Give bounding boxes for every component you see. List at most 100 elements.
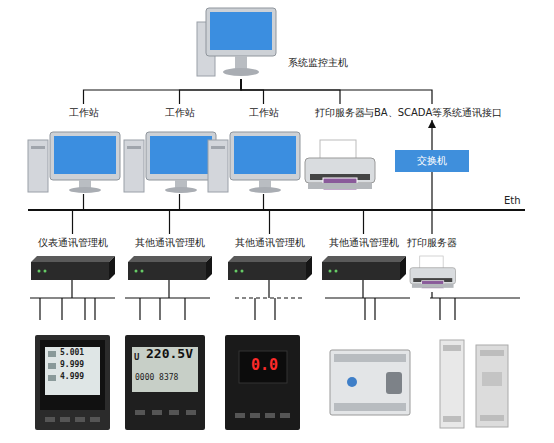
bus-wire xyxy=(71,280,72,298)
status-led xyxy=(241,270,244,273)
network-link xyxy=(241,79,340,104)
monitor-screen xyxy=(234,136,296,174)
meter-reading: 0.0 xyxy=(251,357,278,374)
network-link xyxy=(241,79,432,104)
box-side xyxy=(306,256,312,280)
device-node: 工作站 xyxy=(132,104,227,194)
device-label: 其他通讯管理机 xyxy=(122,236,217,249)
bus-wire xyxy=(274,298,275,320)
status-led xyxy=(38,270,41,273)
device-node: Eth xyxy=(28,209,525,211)
meter-button xyxy=(250,413,260,418)
device-node: 其他通讯管理机 xyxy=(222,234,317,282)
bus-wire xyxy=(454,298,455,320)
meter-button xyxy=(265,413,275,418)
comm-manager-box xyxy=(31,256,115,280)
db-connector xyxy=(386,372,402,394)
drive-slot xyxy=(211,146,225,149)
meter-button xyxy=(75,417,85,422)
monitor-base xyxy=(165,187,197,193)
bus-wire xyxy=(61,298,62,320)
meter-reading: 9.999 xyxy=(60,360,84,370)
box-top xyxy=(322,256,406,262)
meter-reading: 4.999 xyxy=(60,372,84,382)
monitor-neck xyxy=(175,180,187,188)
device-label: 与BA、SCADA等系统通讯接口 xyxy=(364,106,500,119)
bus-wire xyxy=(431,292,432,298)
device-label: 工作站 xyxy=(132,106,227,119)
bus-wire xyxy=(374,298,375,320)
box-top xyxy=(31,256,115,262)
comm-manager-box xyxy=(228,256,312,280)
field-bus-wires xyxy=(30,280,520,320)
box-front xyxy=(322,262,400,280)
network-link xyxy=(431,211,432,234)
terminal-block xyxy=(334,354,406,362)
din-rail-modules xyxy=(440,340,508,428)
monitor-neck xyxy=(235,56,247,70)
multifunction-meter xyxy=(35,335,110,430)
box-front xyxy=(31,262,109,280)
meter-case xyxy=(225,335,300,430)
bus-wire xyxy=(84,298,85,320)
monitor-frame xyxy=(146,132,216,180)
status-led xyxy=(44,270,47,273)
box-side xyxy=(400,256,406,280)
bus-wire xyxy=(168,280,169,298)
monitor-frame xyxy=(206,8,276,56)
workstation-computer xyxy=(208,132,300,193)
meter-button xyxy=(169,410,179,415)
device-label: 工作站 xyxy=(216,106,311,119)
monitor-base xyxy=(223,68,259,76)
io-module xyxy=(330,350,410,415)
module-face xyxy=(482,372,502,386)
box-top xyxy=(128,256,212,262)
network-link xyxy=(84,79,242,104)
drive-slot xyxy=(31,146,45,149)
monitor-screen xyxy=(54,136,116,174)
bus-wire xyxy=(325,297,410,298)
led-meter xyxy=(225,335,300,430)
device-label: Eth xyxy=(504,194,521,207)
bus-wire xyxy=(94,298,95,320)
network-link xyxy=(431,172,432,209)
host-computer xyxy=(197,8,276,76)
device-node: 工作站 xyxy=(216,104,311,194)
bus-wire xyxy=(30,297,115,298)
bus-wire xyxy=(159,298,160,320)
bus-wire xyxy=(184,298,185,320)
module-logo xyxy=(347,377,357,387)
monitor-neck xyxy=(259,180,271,188)
din-module xyxy=(440,340,464,428)
lcd-meter xyxy=(125,335,205,430)
printer-icon xyxy=(305,140,375,190)
meter-button xyxy=(90,417,100,422)
status-led xyxy=(135,270,138,273)
device-node: 其他通讯管理机 xyxy=(316,234,411,282)
device-node: 工作站 xyxy=(36,104,131,194)
din-module xyxy=(476,345,508,427)
bus-wire xyxy=(362,280,363,298)
network-link xyxy=(72,211,73,234)
workstation-computer xyxy=(124,132,216,193)
device-node: 与BA、SCADA等系统通讯接口 xyxy=(364,104,500,120)
monitor-frame xyxy=(230,132,300,180)
network-link xyxy=(83,194,84,209)
monitor-neck xyxy=(79,180,91,188)
status-led xyxy=(235,270,238,273)
box-side xyxy=(206,256,212,280)
meter-case xyxy=(125,335,205,430)
drive-slot xyxy=(127,146,141,149)
screen-icon xyxy=(48,351,56,357)
meter-reading: 220.5V xyxy=(146,346,193,361)
meter-screen xyxy=(45,347,100,395)
network-link xyxy=(431,120,432,150)
printer-base xyxy=(308,183,372,189)
device-label: 其他通讯管理机 xyxy=(316,236,411,249)
status-led xyxy=(329,270,332,273)
network-link xyxy=(241,79,264,104)
network-link xyxy=(179,194,180,209)
device-label: 其他通讯管理机 xyxy=(222,236,317,249)
device-node: 打印服务器 xyxy=(400,234,464,294)
device-label: 打印服务器 xyxy=(400,236,464,249)
